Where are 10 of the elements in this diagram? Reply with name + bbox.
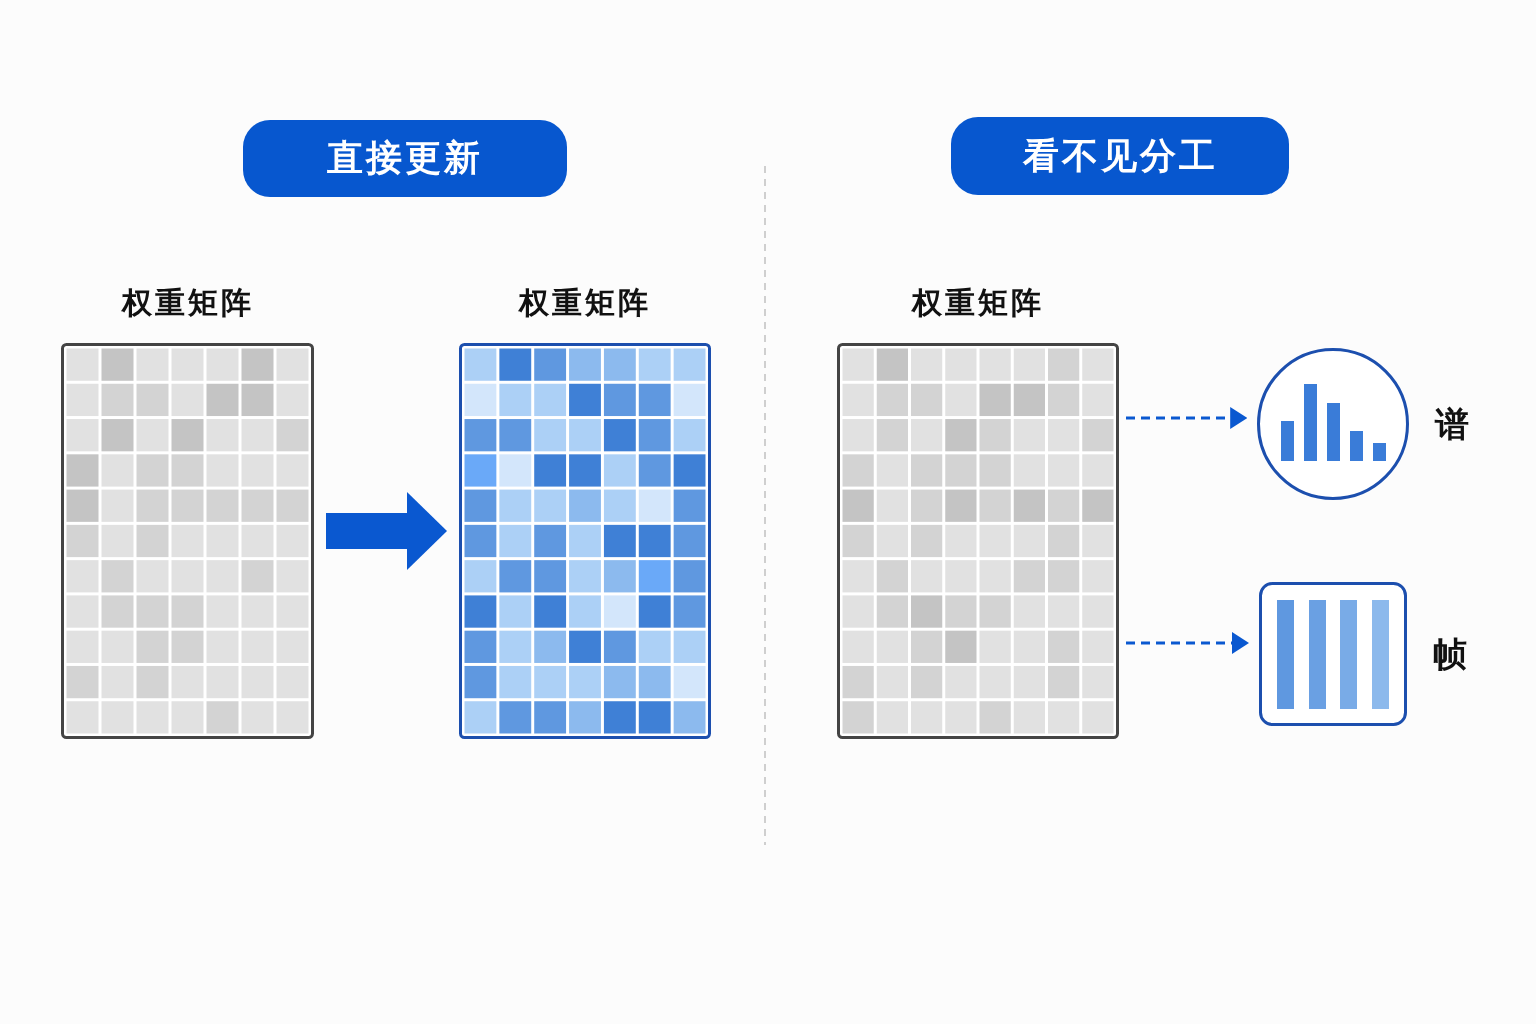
dashed-arrow xyxy=(1126,632,1249,654)
matrix-title: 权重矩阵 xyxy=(912,284,1044,322)
matrix-title: 权重矩阵 xyxy=(519,284,651,322)
block-arrow xyxy=(326,492,447,570)
section-heading: 直接更新 xyxy=(243,120,567,197)
side-label: 帧 xyxy=(1433,634,1467,674)
side-label: 谱 xyxy=(1435,404,1469,444)
section-heading: 看不见分工 xyxy=(951,117,1289,195)
matrix-title: 权重矩阵 xyxy=(121,284,254,322)
dashed-arrow xyxy=(1126,407,1248,429)
